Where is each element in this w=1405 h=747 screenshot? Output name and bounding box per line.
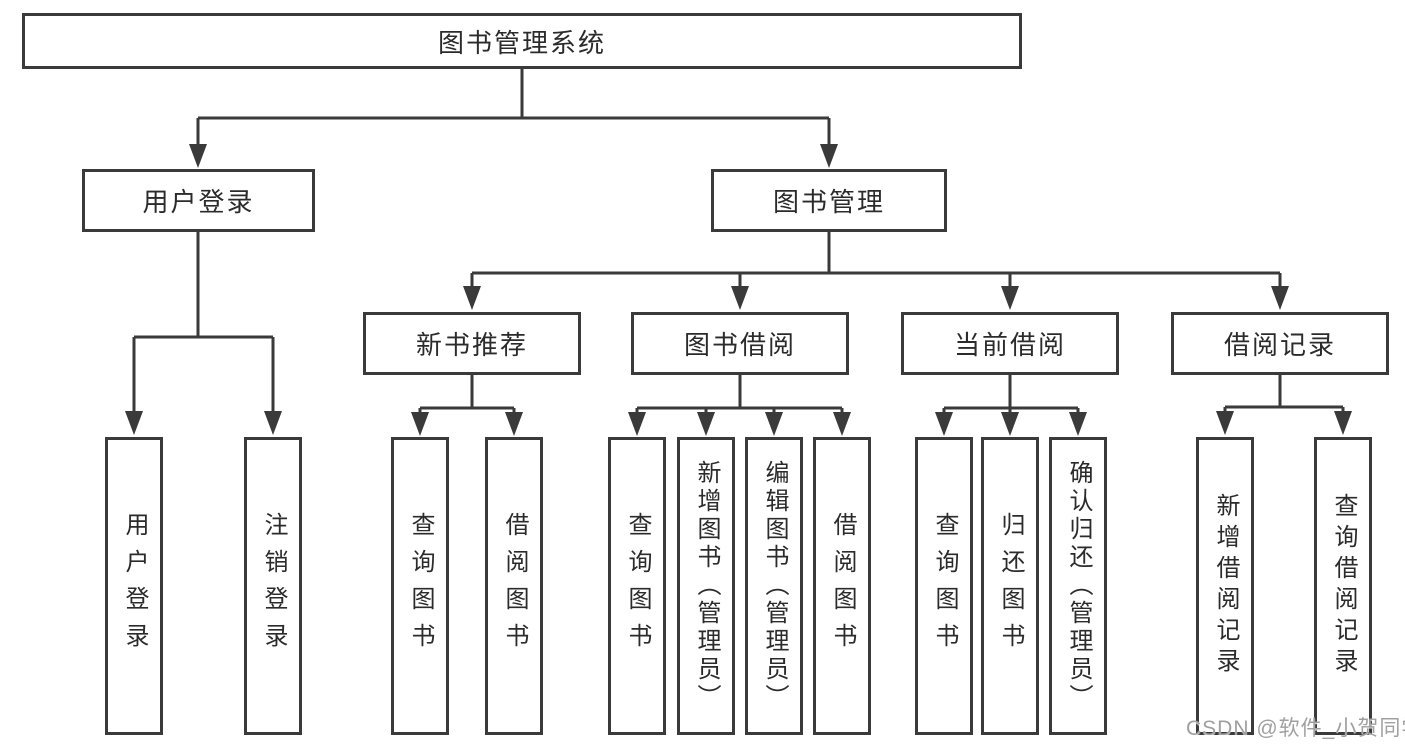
node-new-book-recommend-label: 新书推荐: [415, 330, 528, 360]
leaf-confirm-return-admin: 确认归还（管理员）: [1049, 437, 1107, 735]
leaf-query-book-3-label: 查询图书: [931, 512, 958, 660]
node-book-management-label: 图书管理: [772, 187, 885, 217]
leaf-logout: 注销登录: [244, 437, 302, 735]
leaf-borrow-book-1: 借阅图书: [485, 437, 543, 735]
leaf-return-book: 归还图书: [981, 437, 1039, 735]
leaf-query-book-1: 查询图书: [391, 437, 449, 735]
node-current-borrow: 当前借阅: [901, 312, 1119, 375]
leaf-query-borrow-record: 查询借阅记录: [1314, 437, 1372, 735]
leaf-edit-book-admin-label: 编辑图书（管理员）: [761, 460, 788, 712]
leaf-query-borrow-record-label: 查询借阅记录: [1330, 493, 1357, 679]
leaf-borrow-book-2-label: 借阅图书: [829, 512, 856, 660]
leaf-add-book-admin: 新增图书（管理员）: [677, 437, 735, 735]
leaf-query-book-1-label: 查询图书: [407, 512, 434, 660]
node-current-borrow-label: 当前借阅: [953, 330, 1066, 360]
leaf-add-borrow-record-label: 新增借阅记录: [1212, 493, 1239, 679]
node-user-login-label: 用户登录: [142, 187, 255, 217]
node-borrow-records-label: 借阅记录: [1223, 330, 1336, 360]
node-root: 图书管理系统: [22, 13, 1022, 69]
node-book-borrow-label: 图书借阅: [683, 330, 796, 360]
leaf-borrow-book-1-label: 借阅图书: [501, 512, 528, 660]
node-book-management: 图书管理: [711, 169, 947, 232]
leaf-query-book-2-label: 查询图书: [624, 512, 651, 660]
leaf-return-book-label: 归还图书: [997, 512, 1024, 660]
leaf-user-login: 用户登录: [105, 437, 163, 735]
leaf-add-borrow-record: 新增借阅记录: [1196, 437, 1254, 735]
node-new-book-recommend: 新书推荐: [363, 312, 581, 375]
leaf-confirm-return-admin-label: 确认归还（管理员）: [1065, 460, 1092, 712]
leaf-user-login-label: 用户登录: [121, 512, 148, 660]
leaf-logout-label: 注销登录: [260, 512, 287, 660]
node-book-borrow: 图书借阅: [631, 312, 849, 375]
leaf-query-book-3: 查询图书: [915, 437, 973, 735]
leaf-add-book-admin-label: 新增图书（管理员）: [693, 460, 720, 712]
node-root-label: 图书管理系统: [437, 27, 606, 58]
watermark-text: CSDN @软件_小贺同学: [1186, 717, 1405, 740]
leaf-query-book-2: 查询图书: [608, 437, 666, 735]
leaf-borrow-book-2: 借阅图书: [813, 437, 871, 735]
node-borrow-records: 借阅记录: [1171, 312, 1389, 375]
leaf-edit-book-admin: 编辑图书（管理员）: [745, 437, 803, 735]
node-user-login: 用户登录: [82, 169, 315, 232]
